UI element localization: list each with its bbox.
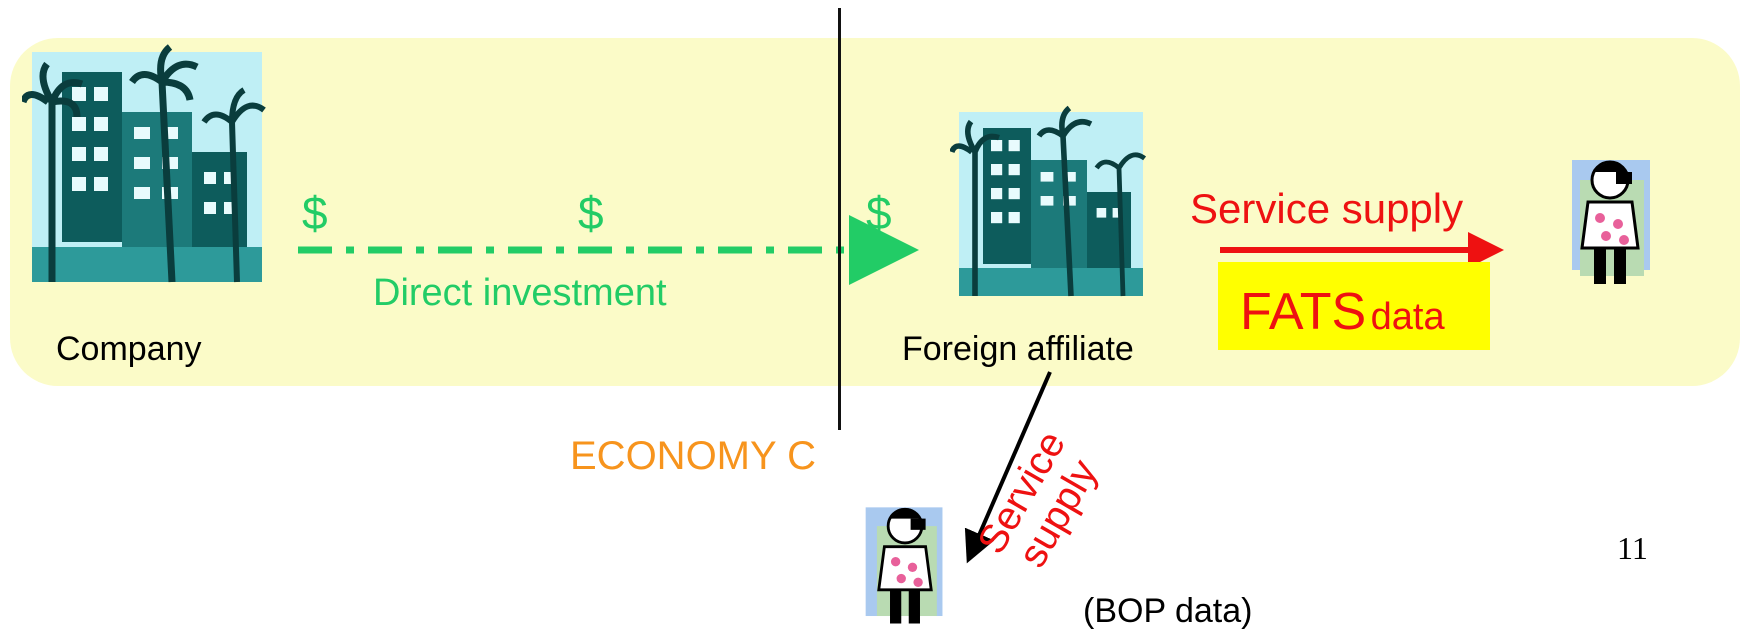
fats-data-highlight <box>1218 262 1490 350</box>
service-supply-down-arrow <box>964 371 1052 564</box>
page-number: 11 <box>1617 530 1648 566</box>
economy-label: ECONOMY C <box>570 434 816 478</box>
dollar-sign: $ <box>578 187 604 239</box>
fats-data-label: FATS data <box>1240 282 1445 342</box>
bop-data-label: (BOP data) <box>1083 592 1253 630</box>
direct-investment-label: Direct investment <box>373 272 667 314</box>
dollar-sign: $ <box>302 187 328 239</box>
service-supply-label: Service supply <box>1190 185 1464 232</box>
hotel-building-icon <box>22 44 266 283</box>
dollar-sign: $ <box>866 187 892 239</box>
foreign-affiliate-label: Foreign affiliate <box>902 330 1134 368</box>
hotel-building-icon <box>950 105 1147 297</box>
fats-data-suffix: data <box>1370 296 1445 338</box>
company-label: Company <box>56 330 202 368</box>
tourist-with-camera-icon <box>865 507 943 624</box>
fats-label: FATS <box>1240 283 1367 341</box>
economy-boundary-line <box>838 8 841 430</box>
tourist-with-camera-icon <box>1572 160 1650 284</box>
